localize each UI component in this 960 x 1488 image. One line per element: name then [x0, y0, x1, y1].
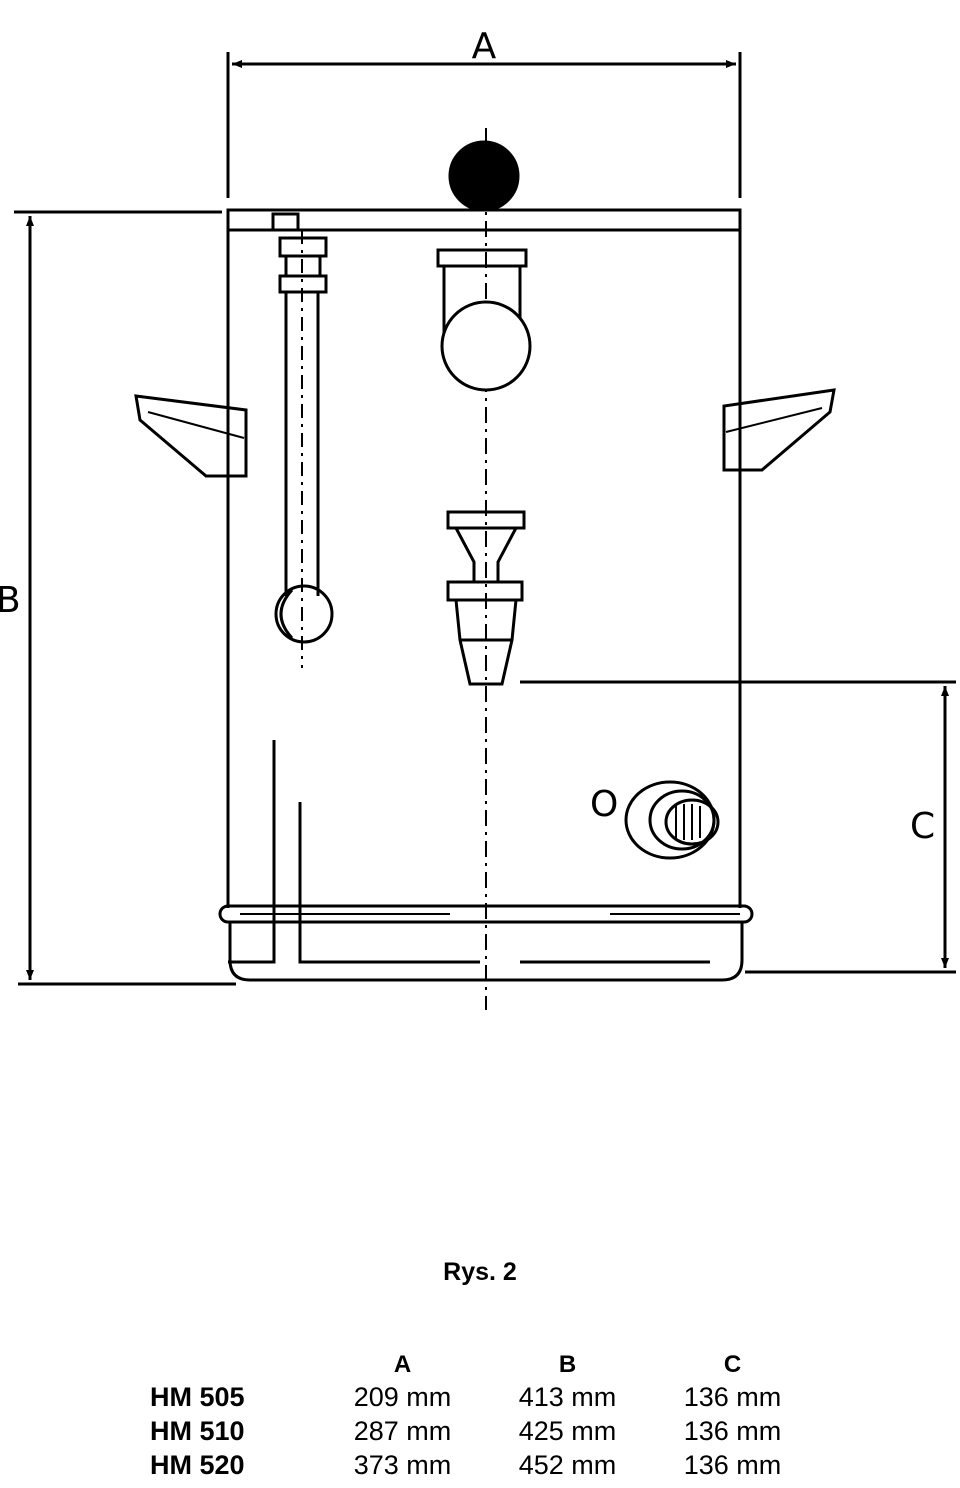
model-name: HM 510	[150, 1415, 245, 1446]
model-name: HM 520	[150, 1449, 245, 1480]
water-level-tube	[271, 212, 334, 668]
table-header-row: A B C	[150, 1350, 815, 1380]
dimension-a	[226, 52, 742, 198]
table-row: HM 505 209 mm 413 mm 136 mm	[150, 1380, 815, 1414]
value-b: 425 mm	[518, 1415, 617, 1446]
lid-knob	[448, 140, 520, 212]
inner-element-lines	[228, 740, 710, 964]
value-b: 452 mm	[518, 1449, 617, 1480]
right-handle	[722, 388, 836, 472]
control-knob	[624, 780, 720, 860]
tap	[446, 510, 526, 686]
dimensions-table: A B C HM 505 209 mm 413 mm 136 mm HM 510…	[150, 1350, 815, 1482]
figure-caption: Rys. 2	[443, 1258, 517, 1286]
dimension-c	[520, 680, 956, 974]
value-a: 209 mm	[353, 1381, 452, 1412]
thermostat-housing	[436, 248, 532, 392]
value-c: 136 mm	[683, 1449, 782, 1480]
urn-dimension-drawing: A B C O	[0, 26, 956, 1010]
dimension-label-b: B	[0, 580, 21, 621]
model-name: HM 505	[150, 1381, 245, 1412]
value-a: 373 mm	[353, 1449, 452, 1480]
header-c: C	[723, 1351, 742, 1378]
value-c: 136 mm	[683, 1381, 782, 1412]
dimension-b	[14, 210, 236, 986]
header-a: A	[393, 1351, 412, 1378]
header-b: B	[558, 1351, 577, 1378]
value-a: 287 mm	[353, 1415, 452, 1446]
left-handle	[134, 394, 248, 478]
switch-indicator: O	[590, 784, 618, 825]
value-c: 136 mm	[683, 1415, 782, 1446]
dimension-label-a: A	[472, 26, 497, 67]
dimension-label-c: C	[910, 806, 935, 847]
table-row: HM 510 287 mm 425 mm 136 mm	[150, 1414, 815, 1448]
header-model	[150, 1350, 320, 1380]
table-row: HM 520 373 mm 452 mm 136 mm	[150, 1448, 815, 1482]
value-b: 413 mm	[518, 1381, 617, 1412]
